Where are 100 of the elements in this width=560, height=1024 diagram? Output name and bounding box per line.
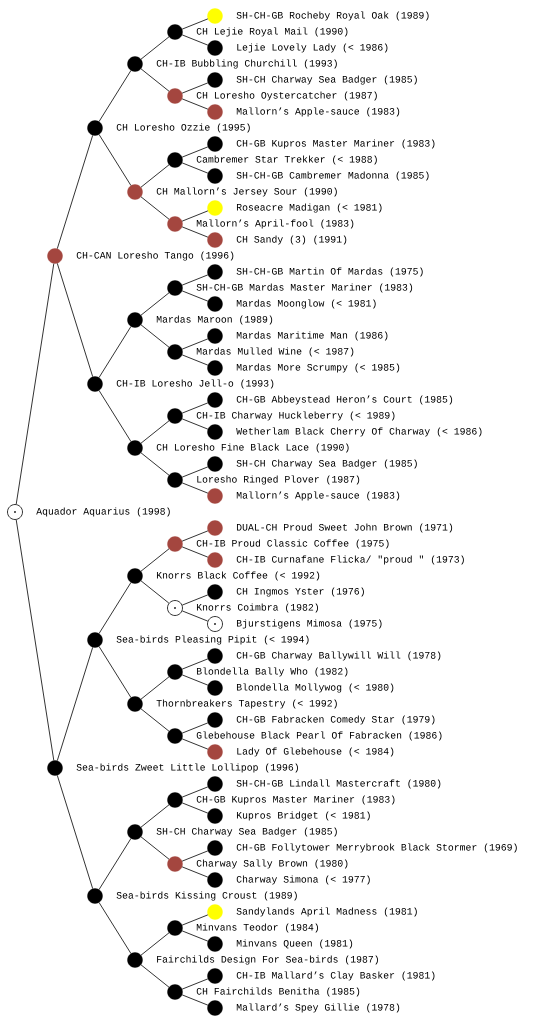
dog-name: Fairchilds Design For Sea-birds (1987) xyxy=(157,955,378,965)
dog-name: Thornbreakers Tapestry (< 1992) xyxy=(156,699,337,709)
dog-name: CH-IB Curnafane Flicka/ "proud " (1973) xyxy=(236,555,464,565)
connector-line xyxy=(181,530,209,542)
dog-name: CH Fairchilds Benitha (1985) xyxy=(196,987,360,997)
dog-name: Lejie Lovely Lady (< 1986) xyxy=(237,43,388,53)
connector-line xyxy=(181,402,209,414)
dog-name: Blondella Bally Who (1982) xyxy=(197,667,348,677)
dog-name: Loresho Ringed Plover (1987) xyxy=(197,475,360,485)
dog-name: Bjurstigens Mimosa (1975) xyxy=(237,619,382,629)
connector-line xyxy=(140,932,170,956)
connector-line xyxy=(56,774,94,890)
connector-line xyxy=(140,836,170,860)
connector-line xyxy=(181,610,209,622)
dog-name: Sea-birds Zweet Little Lollipop (1996) xyxy=(76,763,298,773)
dog-name: Mardas Mulled Wine (< 1987) xyxy=(196,347,354,357)
dog-name: Mardas Maritime Man (1986) xyxy=(236,331,388,341)
dog-name: SH-CH-GB Lindall Mastercraft (1980) xyxy=(236,779,441,789)
dog-name: SH-CH Charway Sea Badger (1985) xyxy=(236,459,417,469)
connector-line xyxy=(98,390,132,442)
dog-name: CH-GB Kupros Master Mariner (1983) xyxy=(196,795,395,805)
connector-line xyxy=(181,802,209,814)
dog-name: Lady Of Glebehouse (< 1984) xyxy=(237,747,394,757)
connector-line xyxy=(56,134,94,250)
connector-line xyxy=(56,646,94,762)
dog-name: Aquador Aquarius (1998) xyxy=(36,507,170,517)
connector-line xyxy=(181,98,209,110)
dog-name: CH-IB Proud Classic Coffee (1975) xyxy=(196,539,389,549)
dog-name: Mallard’s Spey Gillie (1978) xyxy=(236,1003,400,1013)
connector-line xyxy=(181,274,209,286)
connector-line xyxy=(98,582,132,634)
connector-line xyxy=(181,290,209,302)
connector-line xyxy=(181,674,209,686)
dog-name: Glebehouse Black Pearl Of Fabracken (1986) xyxy=(196,731,442,741)
connector-line xyxy=(181,226,209,238)
connector-line xyxy=(140,452,170,476)
dog-name: CH Loresho Oystercatcher (1987) xyxy=(196,91,377,101)
connector-line xyxy=(15,263,55,505)
connector-line xyxy=(140,676,170,700)
connector-line xyxy=(140,68,170,92)
dog-name: CH-GB Abbeystead Heron’s Court (1985) xyxy=(236,395,453,405)
dog-name: CH Loresho Ozzie (1995) xyxy=(116,123,250,133)
dog-name: CH Sandy (3) (1991) xyxy=(236,235,347,245)
dog-name: Mallorn’s Apple-sauce (1983) xyxy=(236,107,400,117)
connector-line xyxy=(98,902,132,954)
dog-name: Charway Simona (< 1977) xyxy=(236,875,370,885)
connector-line xyxy=(140,324,170,348)
connector-line xyxy=(56,262,94,378)
connector-line xyxy=(140,804,170,828)
connector-line xyxy=(140,580,170,604)
dog-name: Cambremer Star Trekker (< 1988) xyxy=(196,155,377,165)
dog-name: CH-IB Loresho Jell-o (1993) xyxy=(116,379,274,389)
connector-line xyxy=(181,82,209,94)
dog-name: Mardas Moonglow (< 1981) xyxy=(236,299,376,309)
connector-line xyxy=(181,338,209,350)
connector-line xyxy=(98,326,132,378)
connector-line xyxy=(140,292,170,316)
connector-line xyxy=(181,18,209,30)
dog-name: CH Loresho Fine Black Lace (1990) xyxy=(156,443,349,453)
dog-name: CH-IB Charway Huckleberry (< 1989) xyxy=(196,411,395,421)
dog-name: Mardas Maroon (1989) xyxy=(156,315,273,325)
connector-line xyxy=(181,850,209,862)
dog-name: Kupros Bridget (< 1981) xyxy=(237,811,370,821)
dog-name: SH-CH Charway Sea Badger (1985) xyxy=(156,827,337,837)
connector-line xyxy=(181,466,209,478)
connector-line xyxy=(181,914,209,926)
connector-line xyxy=(181,354,209,366)
connector-line xyxy=(140,36,170,60)
connector-line xyxy=(98,70,132,122)
connector-line xyxy=(181,482,209,494)
connector-line xyxy=(181,146,209,158)
connector-line xyxy=(181,994,209,1006)
dog-name: Knorrs Black Coffee (< 1992) xyxy=(157,571,320,581)
dog-name: CH-GB Follytower Merrybrook Black Stormer (1969) xyxy=(236,843,517,853)
connector-line xyxy=(98,838,132,890)
dog-name: Minvans Queen (1981) xyxy=(236,939,353,949)
dog-name: CH-GB Kupros Master Mariner (1983) xyxy=(236,139,435,149)
dog-name: CH-GB Charway Ballywill Will (1978) xyxy=(236,651,441,661)
connector-line xyxy=(140,164,170,188)
connector-line xyxy=(181,658,209,670)
dog-name: SH-CH-GB Rocheby Royal Oak (1989) xyxy=(236,11,429,21)
connector-line xyxy=(140,964,170,988)
dog-name: Mallorn’s April-fool (1983) xyxy=(196,219,354,229)
dog-name: CH Lejie Royal Mail (1990) xyxy=(196,27,348,37)
dog-name: CH Mallorn’s Jersey Sour (1990) xyxy=(156,187,337,197)
dog-name: SH-CH-GB Cambremer Madonna (1985) xyxy=(236,171,429,181)
dog-name: Mardas More Scrumpy (< 1985) xyxy=(236,363,400,373)
connector-line xyxy=(181,546,209,558)
connector-line xyxy=(181,418,209,430)
connector-line xyxy=(181,738,209,750)
dog-name: CH-IB Bubbling Churchill (1993) xyxy=(156,59,337,69)
dog-name: Knorrs Coimbra (1982) xyxy=(197,603,319,613)
dog-name: Sea-birds Kissing Croust (1989) xyxy=(116,891,297,901)
dog-name: Wetherlam Black Cherry Of Charway (< 1986) xyxy=(236,427,482,437)
connector-line xyxy=(181,786,209,798)
connector-line xyxy=(181,978,209,990)
dog-name: CH-CAN Loresho Tango (1996) xyxy=(76,251,234,261)
connector-line xyxy=(98,134,132,186)
connector-line xyxy=(181,594,209,606)
dog-name: SH-CH-GB Mardas Master Mariner (1983) xyxy=(196,283,413,293)
